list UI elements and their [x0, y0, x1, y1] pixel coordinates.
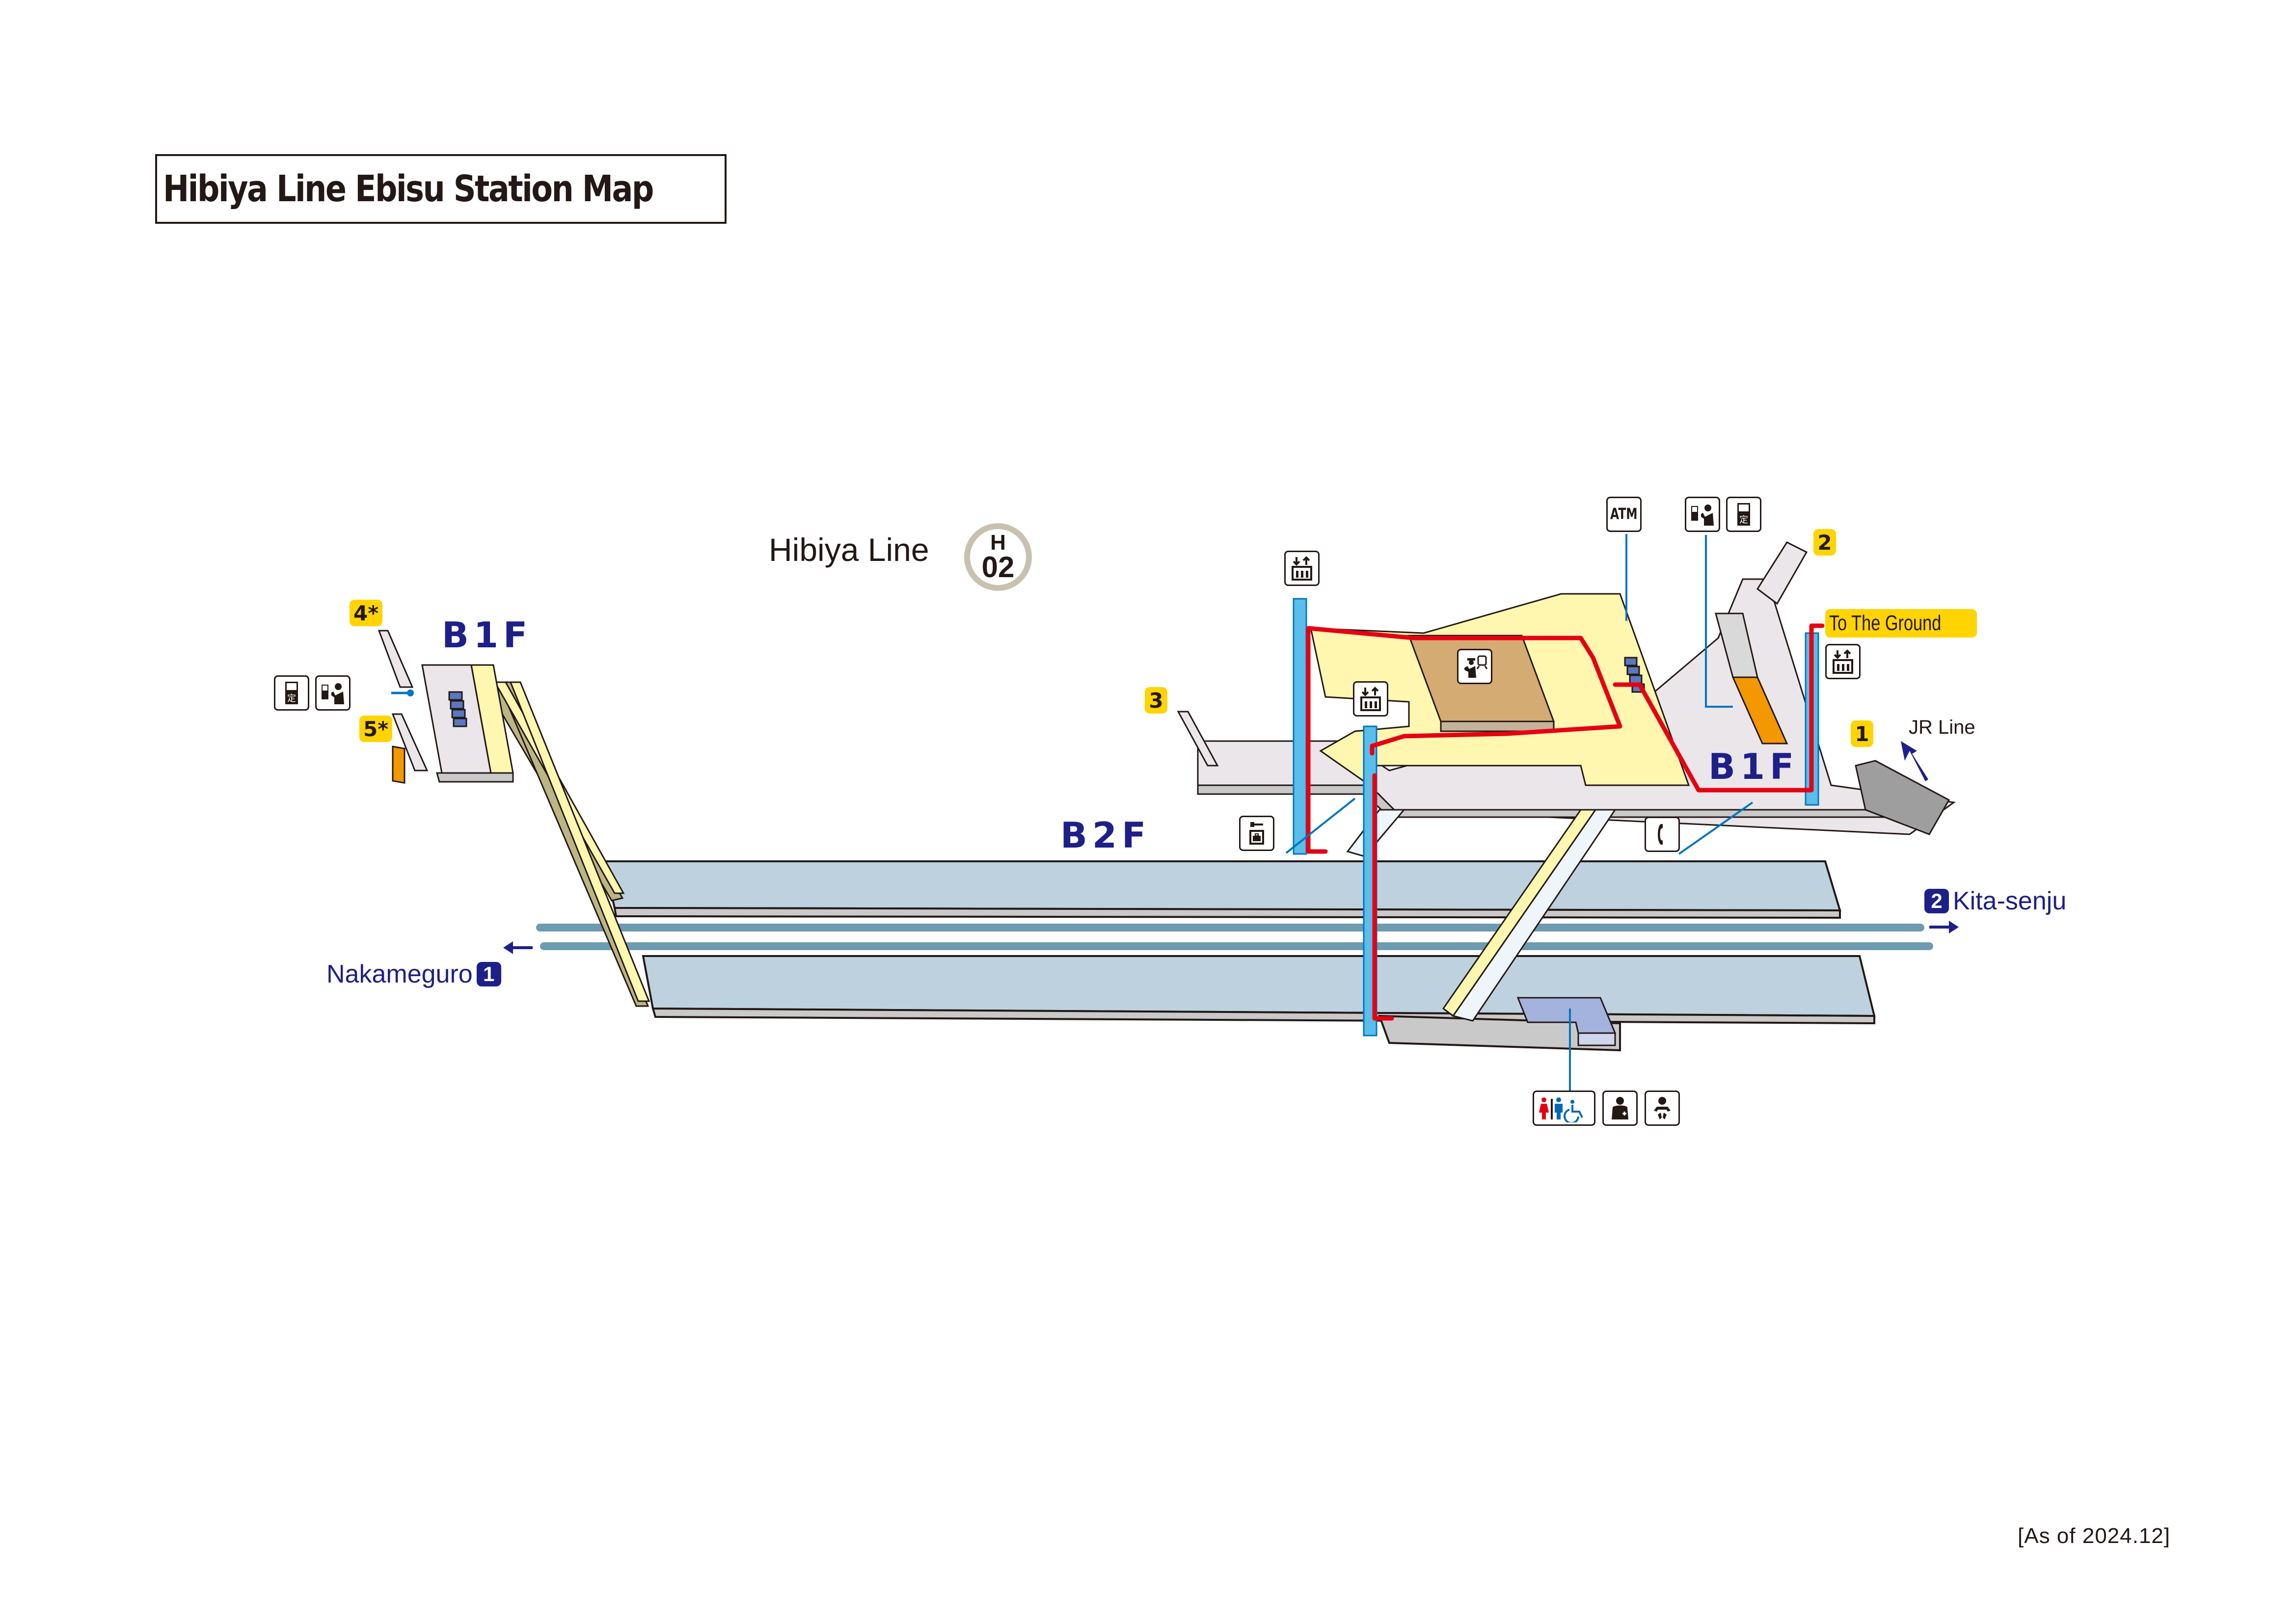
map-title-box: Hibiya Line Ebisu Station Map [155, 154, 727, 224]
fare-adjustment-icon[interactable] [1685, 497, 1720, 532]
baby-changing-icon[interactable] [1645, 1091, 1680, 1126]
svg-text:定: 定 [287, 693, 296, 704]
track-upper [536, 924, 1924, 931]
jr-line-arrow [1901, 741, 1928, 781]
route-center-elevator [1372, 773, 1394, 1021]
escalator-central-steps [1442, 809, 1597, 1017]
east-ticket-machine [1731, 676, 1788, 745]
west-ticket-machine [392, 745, 405, 784]
telephone-leader [1678, 801, 1754, 855]
west-concourse [378, 630, 514, 784]
atm-icon[interactable]: ATM [1606, 497, 1642, 532]
elevator-icon[interactable] [1284, 551, 1320, 586]
west-long-stairs [482, 681, 650, 1007]
coin-locker-icon[interactable] [1239, 816, 1274, 851]
b2f-platforms [602, 860, 1876, 1052]
escalators [1346, 809, 1617, 1022]
telephone-icon[interactable] [1645, 817, 1680, 852]
destination-nakameguro: Nakameguro 1 [326, 959, 501, 989]
map-title: Hibiya Line Ebisu Station Map [163, 168, 654, 210]
platform-1-badge: 1 [476, 962, 501, 986]
to-the-ground-label: To The Ground [1825, 609, 1977, 638]
elevator-shaft-west [1293, 598, 1307, 855]
first-aid-room-icon[interactable] [1602, 1091, 1638, 1126]
floor-label-b2f: B2F [1060, 815, 1151, 856]
stair-steps-b [509, 681, 650, 1002]
destination-kita-senju-name: Kita-senju [1953, 887, 2067, 915]
west-gate-1 [448, 691, 463, 701]
accessible-restroom-icon[interactable] [1533, 1091, 1595, 1126]
svg-text:定: 定 [1739, 515, 1748, 525]
east-ticket-leader [1705, 535, 1733, 708]
exit-4-badge[interactable]: 4* [350, 600, 383, 626]
svg-text:ATM: ATM [1610, 505, 1638, 523]
leader-lines [1285, 534, 1754, 1092]
floor-label-b1f-west: B1F [442, 614, 533, 656]
exit-5-badge[interactable]: 5* [359, 716, 393, 742]
exit-3-stairs [1177, 711, 1219, 767]
tracks [536, 924, 1933, 950]
exit-2-stairs [1756, 541, 1808, 605]
commuter-pass-icon[interactable]: 定 [1726, 497, 1761, 532]
platform-2-badge: 2 [1924, 889, 1949, 913]
east-gate-2 [1626, 665, 1640, 675]
track-lower [540, 942, 1933, 950]
to-the-ground-text: To The Ground [1829, 611, 1942, 635]
elevator-icon[interactable] [1353, 681, 1388, 717]
restroom-block-side [1577, 1032, 1616, 1046]
nakameguro-arrow [503, 941, 533, 954]
jr-line-label: JR Line [1909, 717, 1975, 738]
commuter-pass-icon[interactable]: 定 [274, 675, 309, 711]
west-gate-3 [451, 709, 466, 718]
destination-nakameguro-name: Nakameguro [326, 960, 473, 988]
station-office-icon[interactable] [1457, 649, 1492, 684]
west-gate-4 [453, 718, 467, 727]
barrier-free-route [1306, 623, 1825, 1021]
west-ticket-leader-dot [407, 690, 414, 696]
exit-3-badge[interactable]: 3 [1145, 687, 1167, 714]
floor-label-b1f-east: B1F [1708, 746, 1799, 787]
restroom-block [1516, 997, 1617, 1046]
exit-2-badge[interactable]: 2 [1813, 529, 1836, 556]
exit-1-badge[interactable]: 1 [1851, 720, 1873, 747]
as-of-date: [As of 2024.12] [2018, 1524, 2170, 1548]
exit-5-stairs [391, 713, 429, 772]
station-number: 02 [981, 551, 1015, 584]
platform-upper-edge [613, 906, 1841, 919]
line-name: Hibiya Line [769, 532, 929, 568]
platform-lower [642, 955, 1876, 1017]
east-gate-3 [1629, 674, 1643, 684]
exit-4-stairs [378, 630, 414, 688]
station-number-badge: H 02 [964, 523, 1032, 591]
destination-kita-senju: 2 Kita-senju [1924, 886, 2066, 916]
kita-senju-arrow [1929, 921, 1959, 933]
line-letter: H [990, 531, 1006, 555]
west-gate-2 [450, 700, 464, 710]
coin-locker-leader [1285, 798, 1356, 854]
fare-adjustment-icon[interactable] [315, 675, 351, 711]
route-gates-to-east [1613, 623, 1825, 793]
route-west-elevator [1306, 626, 1622, 854]
elevator-icon[interactable] [1825, 644, 1861, 679]
east-gate-1 [1624, 657, 1638, 666]
west-floor-base [436, 772, 514, 783]
exit-1-escalator [1855, 760, 1950, 835]
platform-upper [602, 860, 1841, 912]
